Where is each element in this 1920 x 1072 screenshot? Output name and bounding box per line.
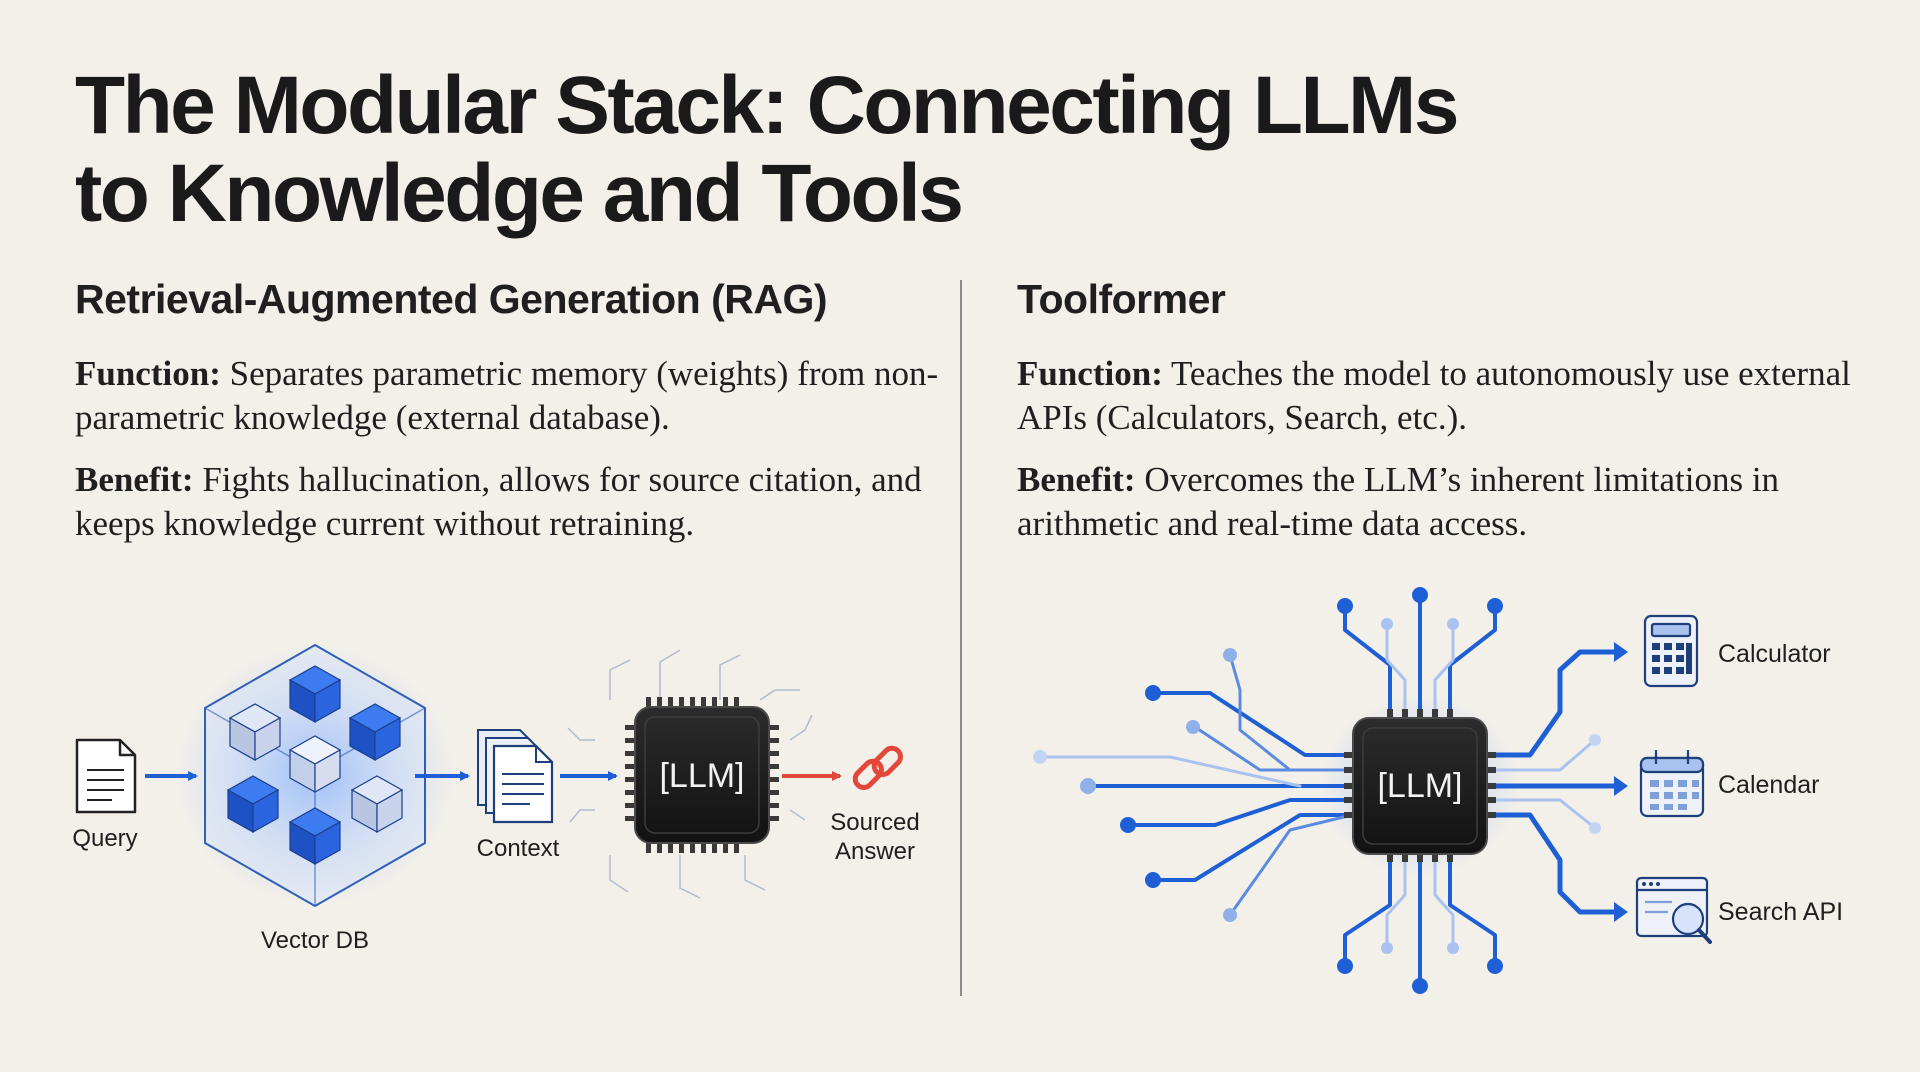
rag-function-text: Separates parametric memory (weights) fr… [75, 354, 939, 437]
toolformer-benefit-text: Overcomes the LLM’s inherent limitations… [1017, 460, 1780, 543]
answer-label-line-1: Sourced [830, 809, 919, 836]
rag-diagram: Query [72, 643, 920, 954]
toolformer-function: Function: Teaches the model to autonomou… [1017, 352, 1897, 440]
toolformer-circuit-nodes [1033, 587, 1601, 994]
rag-function-label: Function: [75, 354, 221, 393]
page-title: The Modular Stack: Connecting LLMs to Kn… [75, 62, 1775, 238]
llm-chip-icon: [LLM] [1344, 709, 1496, 862]
tool-arrowheads [1614, 642, 1628, 922]
vector-db-cube-icon [175, 643, 455, 908]
toolformer-diagram: [LLM] Calculator Calen [1033, 587, 1843, 994]
tool-label-calendar: Calendar [1718, 771, 1819, 799]
toolformer-heading: Toolformer [1017, 276, 1226, 322]
tool-label-calculator: Calculator [1718, 640, 1831, 668]
llm-chip-icon: [LLM] [625, 697, 779, 853]
title-line-1: The Modular Stack: Connecting LLMs [75, 60, 1459, 151]
vector-db-label: Vector DB [261, 927, 369, 954]
rag-circuit-traces [567, 649, 813, 899]
toolformer-circuit-traces [1038, 594, 1621, 987]
document-icon [75, 738, 137, 814]
column-divider [960, 280, 962, 996]
toolformer-llm-label: [LLM] [1377, 767, 1462, 805]
rag-benefit: Benefit: Fights hallucination, allows fo… [75, 458, 955, 546]
toolformer-benefit-label: Benefit: [1017, 460, 1136, 499]
tool-label-search-api: Search API [1718, 898, 1843, 926]
rag-heading: Retrieval-Augmented Generation (RAG) [75, 276, 828, 322]
context-label: Context [477, 835, 560, 862]
answer-label-line-2: Answer [835, 838, 915, 865]
calculator-icon [1643, 614, 1699, 688]
title-line-2: to Knowledge and Tools [75, 148, 964, 239]
toolformer-benefit: Benefit: Overcomes the LLM’s inherent li… [1017, 458, 1897, 546]
toolformer-function-text: Teaches the model to autonomously use ex… [1017, 354, 1851, 437]
rag-benefit-text: Fights hallucination, allows for source … [75, 460, 922, 543]
toolformer-function-label: Function: [1017, 354, 1163, 393]
stacked-documents-icon [477, 729, 554, 824]
search-window-icon [1635, 876, 1712, 944]
link-icon [852, 745, 903, 790]
rag-benefit-label: Benefit: [75, 460, 194, 499]
rag-llm-label: [LLM] [659, 757, 744, 795]
rag-function: Function: Separates parametric memory (w… [75, 352, 955, 440]
query-label: Query [72, 825, 137, 852]
calendar-icon [1639, 750, 1705, 818]
